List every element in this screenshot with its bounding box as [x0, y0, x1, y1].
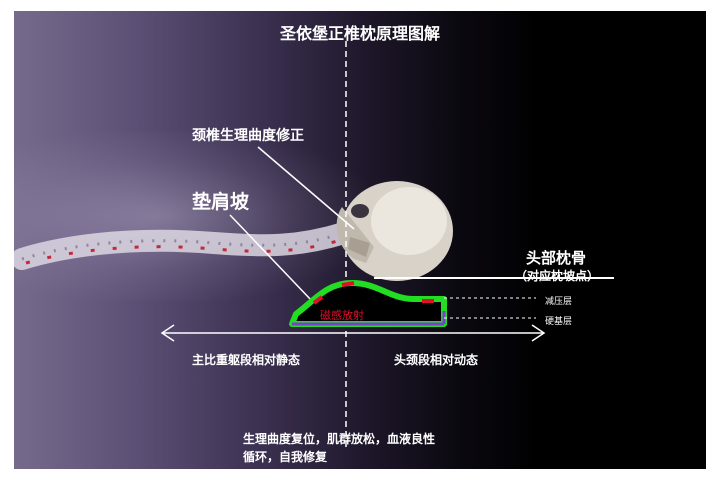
skull-illustration [336, 181, 453, 281]
diagram-title: 圣依堡正椎枕原理图解 [279, 24, 440, 43]
double-arrow [160, 324, 546, 342]
label-hard-base-layer: 硬基层 [545, 317, 573, 327]
bottom-caption: 生理曲度复位，肌群放松，血液良性 循环，自我修复 [243, 430, 523, 466]
pillow-profile [289, 280, 447, 327]
diagram-frame: 圣依堡正椎枕原理图解 颈椎生理曲度修正 垫肩坡 头部枕骨 （对应枕坡点） 减压层… [14, 11, 706, 469]
label-shoulder-slope: 垫肩坡 [192, 191, 250, 213]
bottom-caption-line1: 生理曲度复位，肌群放松，血液良性 [243, 432, 436, 446]
shoulder-pointer-line [229, 214, 313, 302]
spine-illustration [14, 222, 355, 270]
label-decompression-layer: 减压层 [545, 297, 573, 307]
label-cervical-correction: 颈椎生理曲度修正 [192, 128, 304, 144]
label-head-neck-dynamic: 头颈段相对动态 [394, 353, 479, 367]
label-magnetic-radiation: 磁感放射 [320, 309, 364, 322]
bottom-caption-line2: 循环，自我修复 [243, 450, 328, 464]
label-head-occipital-sub: （对应枕坡点） [515, 269, 600, 283]
label-head-occipital: 头部枕骨 [526, 249, 587, 267]
label-torso-static: 主比重躯段相对静态 [192, 353, 301, 367]
correction-pointer-line [257, 146, 355, 230]
diagram-art [14, 41, 614, 451]
